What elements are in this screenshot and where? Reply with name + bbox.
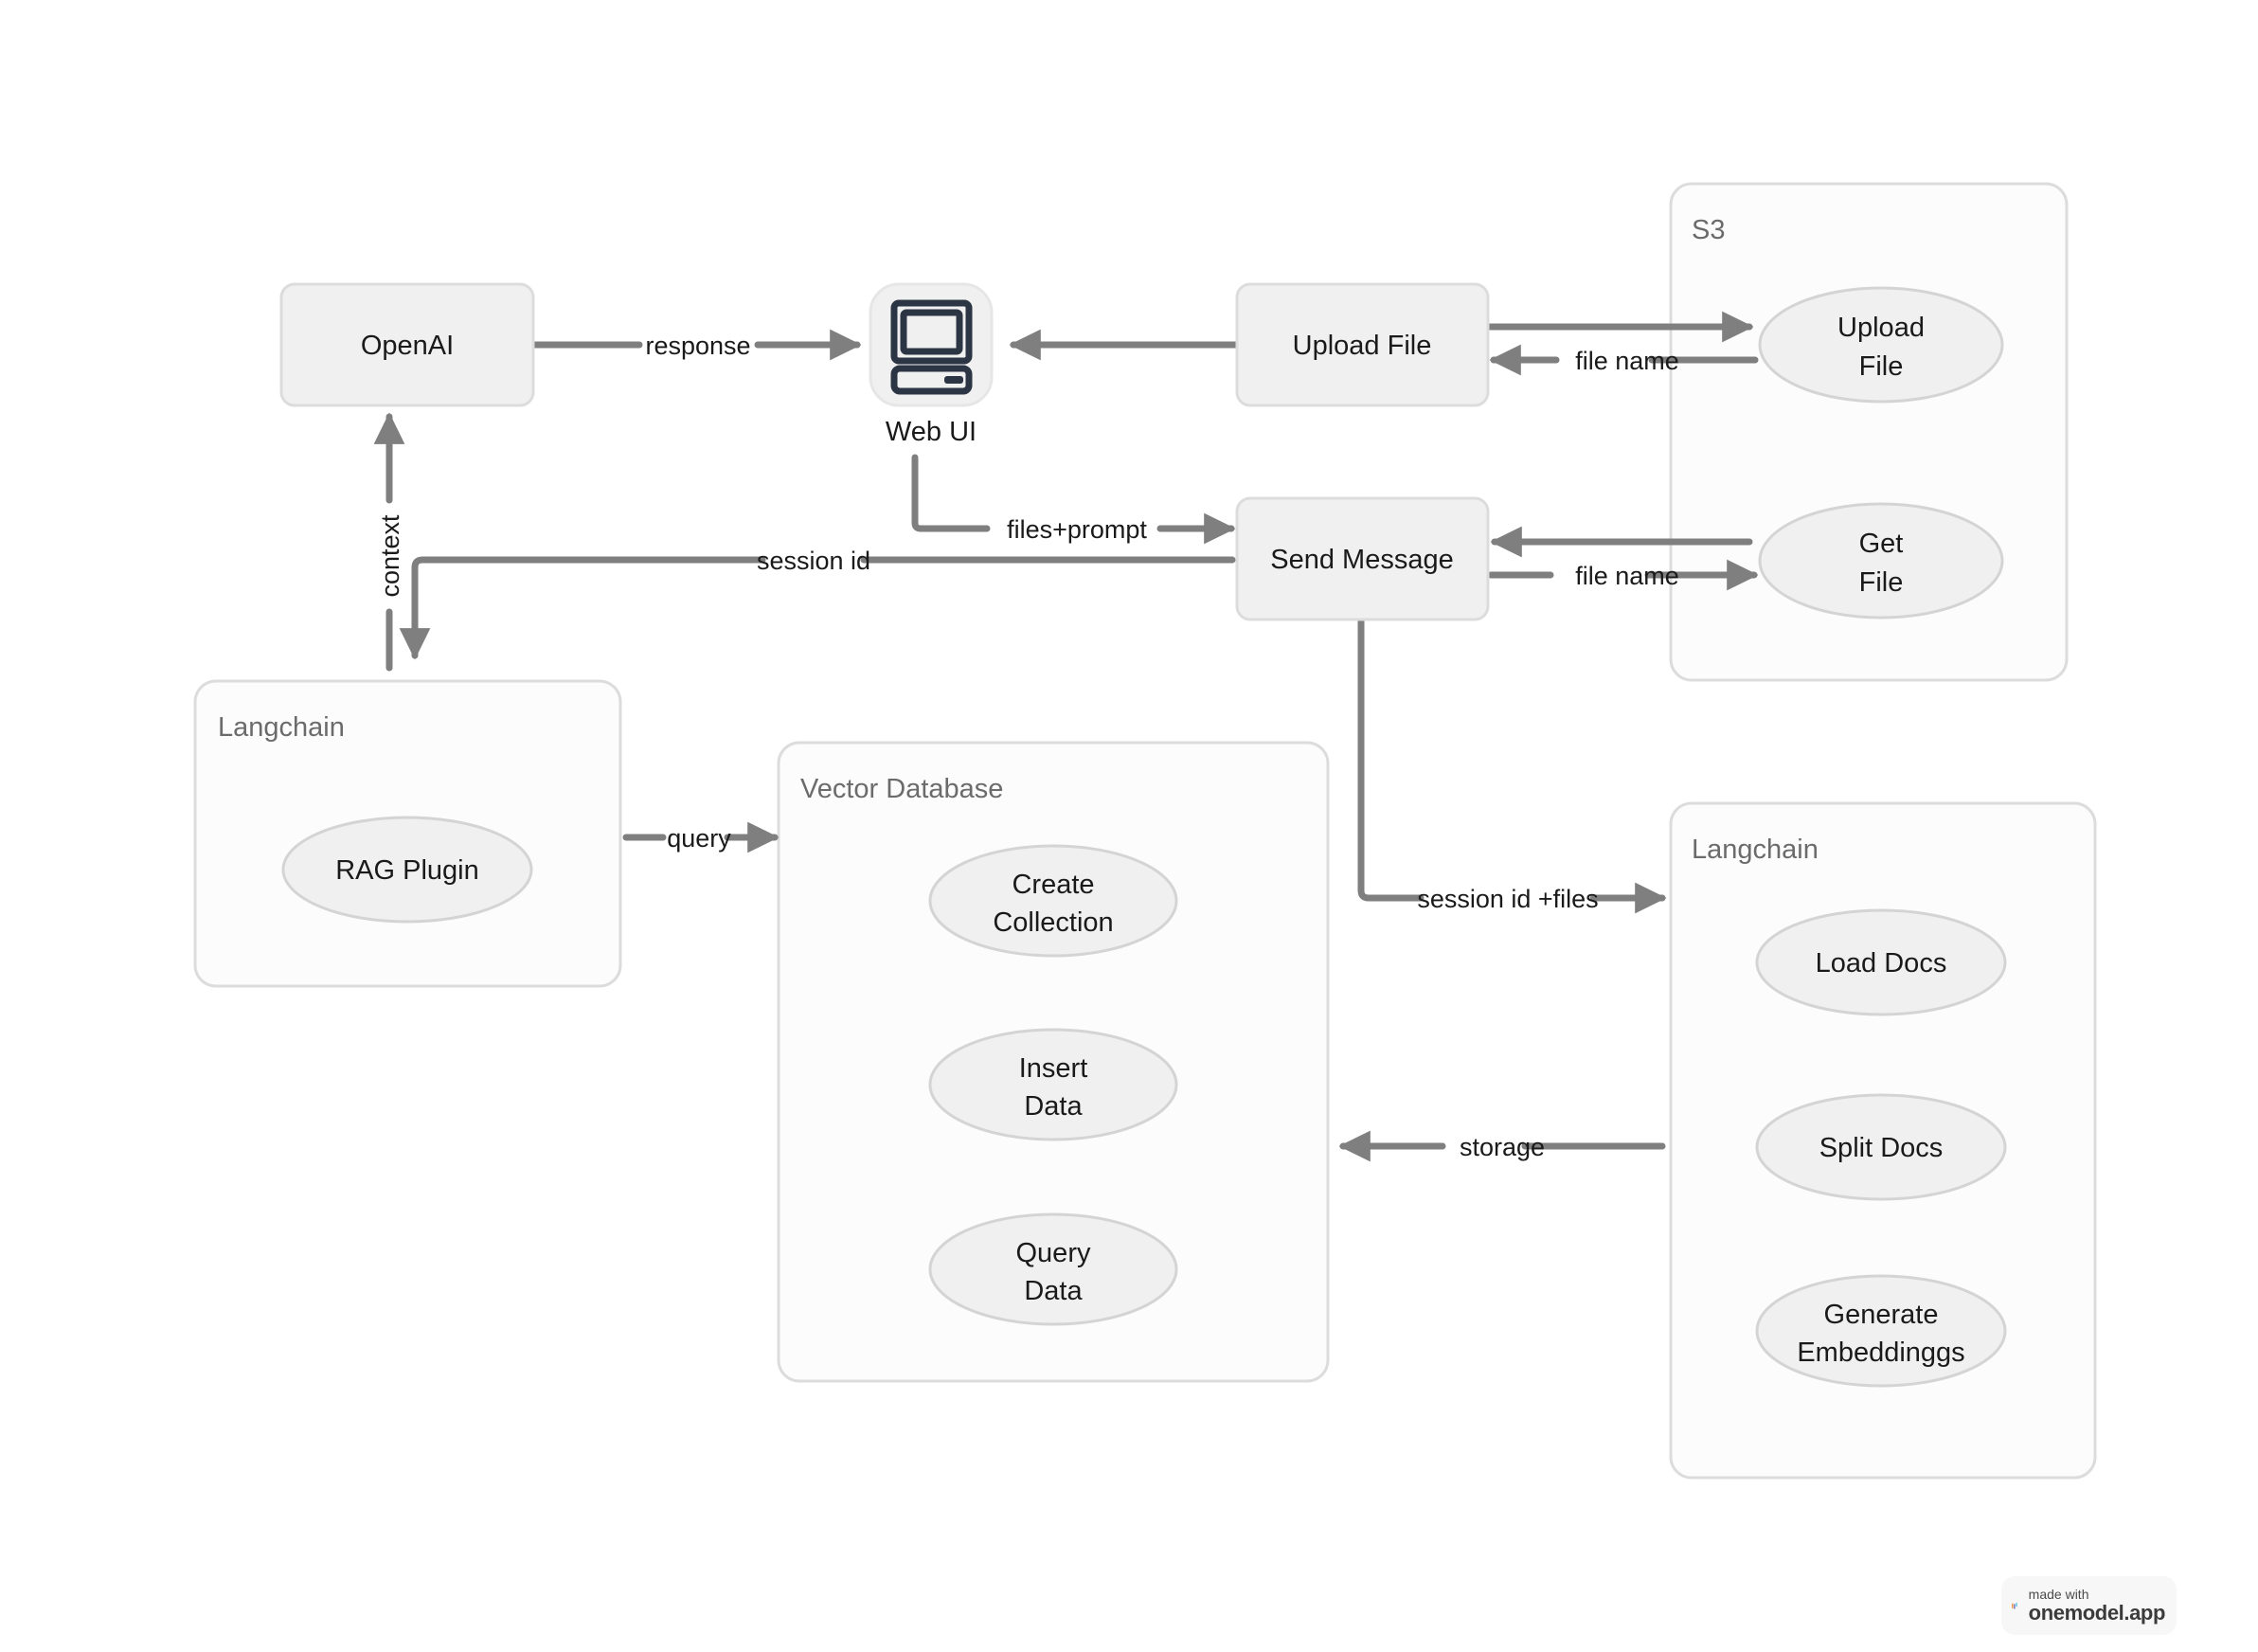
edge-query: query	[622, 821, 780, 853]
node-rag-plugin[interactable]: RAG Plugin	[281, 816, 533, 924]
node-split-docs-shape[interactable]	[1755, 1093, 2007, 1201]
node-web-ui-label: Web UI	[886, 417, 977, 447]
node-load-docs-label: Load Docs	[1816, 948, 1947, 979]
watermark-brand: onemodel.app	[2028, 1600, 2166, 1625]
node-s3-upload-file[interactable]: Upload File	[1758, 286, 2004, 404]
node-openai-shape[interactable]	[279, 282, 535, 407]
edge-label-storage: storage	[1460, 1133, 1545, 1161]
edge-label-query: query	[667, 824, 731, 853]
edge-session-id-files: session id +files	[1357, 615, 1667, 914]
node-generate-embeddings-label-line1: Generate	[1824, 1300, 1939, 1330]
node-generate-embeddings-label-line2: Embeddinggs	[1797, 1338, 1964, 1368]
node-insert-data-label-line1: Insert	[1019, 1053, 1088, 1084]
node-s3-get-file-label-line1: Get	[1859, 529, 1904, 559]
node-s3-upload-file-label-line1: Upload	[1837, 313, 1925, 343]
node-s3-upload-file-label-line2: File	[1859, 351, 1904, 382]
watermark-badge[interactable]: made with onemodel.app	[2001, 1576, 2177, 1635]
node-generate-embeddings-shape[interactable]	[1755, 1274, 2007, 1388]
node-upload-file-shape[interactable]	[1235, 282, 1490, 407]
edge-response: response	[529, 329, 862, 361]
node-generate-embeddings[interactable]: Generate Embeddinggs	[1755, 1274, 2007, 1388]
edge-filename-upload: file name	[1489, 344, 1759, 376]
node-query-data-label-line2: Data	[1024, 1276, 1083, 1306]
edge-label-filename-get: file name	[1575, 562, 1679, 590]
node-split-docs-label: Split Docs	[1819, 1133, 1944, 1163]
edge-context: context	[373, 412, 405, 672]
edge-label-context: context	[376, 514, 404, 598]
node-insert-data[interactable]: Insert Data	[928, 1028, 1178, 1141]
node-query-data-shape[interactable]	[928, 1212, 1178, 1326]
node-rag-plugin-label: RAG Plugin	[335, 855, 479, 886]
edge-label-session-id: session id	[757, 547, 870, 575]
node-s3-get-file[interactable]: Get File	[1758, 502, 2004, 620]
node-s3-get-file-shape[interactable]	[1758, 502, 2004, 620]
node-openai-label: OpenAI	[361, 331, 454, 361]
node-upload-file[interactable]: Upload File	[1235, 282, 1490, 407]
edge-label-response: response	[645, 332, 750, 360]
node-create-collection-label-line2: Collection	[993, 907, 1113, 938]
node-query-data[interactable]: Query Data	[928, 1212, 1178, 1326]
node-split-docs[interactable]: Split Docs	[1755, 1093, 2007, 1201]
node-create-collection-shape[interactable]	[928, 844, 1178, 958]
onemodel-logo-icon	[2012, 1602, 2017, 1609]
node-rag-plugin-shape[interactable]	[281, 816, 533, 924]
node-insert-data-label-line2: Data	[1024, 1091, 1083, 1122]
edge-label-files-prompt: files+prompt	[1007, 515, 1147, 544]
group-s3-label: S3	[1692, 215, 1725, 245]
group-langchain-left-label: Langchain	[218, 712, 345, 743]
node-load-docs[interactable]: Load Docs	[1755, 908, 2007, 1016]
edge-label-filename-upload: file name	[1575, 347, 1679, 375]
edge-storage: storage	[1338, 1130, 1666, 1162]
node-create-collection-label-line1: Create	[1012, 870, 1094, 900]
node-s3-get-file-label-line2: File	[1859, 567, 1904, 598]
node-load-docs-shape[interactable]	[1755, 908, 2007, 1016]
group-vector-database-label: Vector Database	[800, 774, 1003, 804]
node-query-data-label-line1: Query	[1016, 1238, 1091, 1268]
edge-session-id: session id	[399, 547, 1236, 660]
edge-label-session-id-files: session id +files	[1417, 885, 1598, 913]
node-s3-upload-file-shape[interactable]	[1758, 286, 2004, 404]
watermark-text-block: made with onemodel.app	[2028, 1587, 2166, 1625]
watermark-made-with: made with	[2028, 1587, 2089, 1603]
node-send-message[interactable]: Send Message	[1235, 496, 1490, 621]
node-upload-file-label: Upload File	[1293, 331, 1432, 361]
node-send-message-shape[interactable]	[1235, 496, 1490, 621]
edge-filename-get: file name	[1487, 559, 1759, 591]
node-web-ui[interactable]: Web UI	[869, 282, 994, 447]
node-insert-data-shape[interactable]	[928, 1028, 1178, 1141]
node-send-message-label: Send Message	[1270, 545, 1453, 575]
edge-files-prompt: files+prompt	[911, 454, 1236, 545]
node-create-collection[interactable]: Create Collection	[928, 844, 1178, 958]
group-langchain-right-label: Langchain	[1692, 835, 1819, 865]
desktop-computer-icon	[890, 299, 973, 395]
node-openai[interactable]: OpenAI	[279, 282, 535, 407]
